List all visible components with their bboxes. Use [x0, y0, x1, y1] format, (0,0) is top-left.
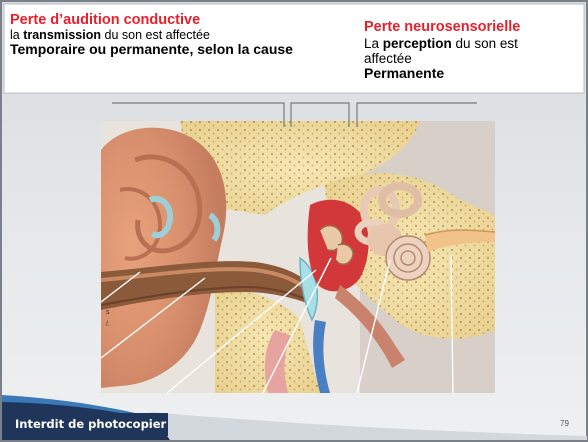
copyright-badge: Interdit de photocopier [3, 413, 168, 436]
page-number: 79 [560, 419, 569, 428]
